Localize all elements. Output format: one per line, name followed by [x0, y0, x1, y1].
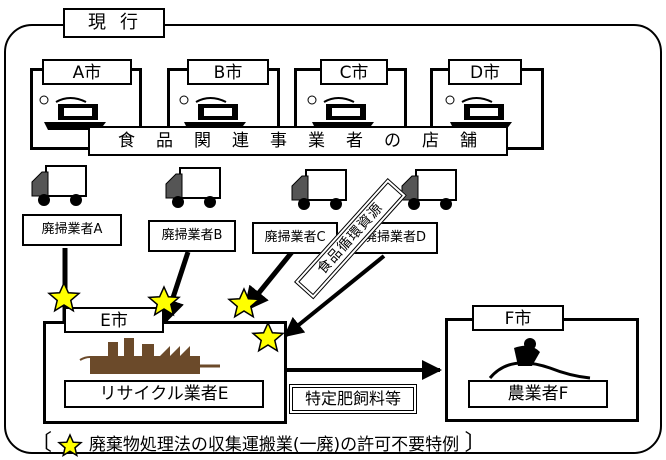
recycler-city-label: E市	[64, 307, 164, 333]
legend-close-bracket: 〕	[464, 431, 487, 456]
flow-line-c	[243, 250, 294, 312]
specified-feed-label: 特定肥飼料等	[289, 384, 417, 414]
farmer-city-label: F市	[472, 305, 564, 331]
diagram-frame	[4, 24, 662, 454]
flow-line-b	[160, 251, 191, 325]
legend-open-bracket: 〔	[30, 431, 53, 456]
collector-a: 廃掃業者A	[22, 214, 122, 246]
recycler-label: リサイクル業者E	[64, 380, 264, 408]
farmer-label: 農業者F	[468, 380, 608, 408]
legend-text: 廃棄物処理法の収集運搬業(一廃)の許可不要特例	[88, 435, 460, 455]
city-label-c: C市	[320, 59, 388, 85]
collector-b: 廃掃業者B	[148, 220, 236, 252]
recycler-city-box	[43, 321, 287, 424]
store-banner: 食品関連事業者の店舗	[88, 126, 508, 156]
star-icon	[57, 433, 84, 457]
status-tab: 現行	[63, 8, 165, 38]
city-label-b: B市	[187, 59, 269, 85]
flow-line-d	[283, 254, 386, 338]
city-label-d: D市	[448, 59, 522, 85]
city-label-a: A市	[42, 59, 132, 85]
legend: 〔 廃棄物処理法の収集運搬業(一廃)の許可不要特例 〕	[30, 430, 620, 458]
